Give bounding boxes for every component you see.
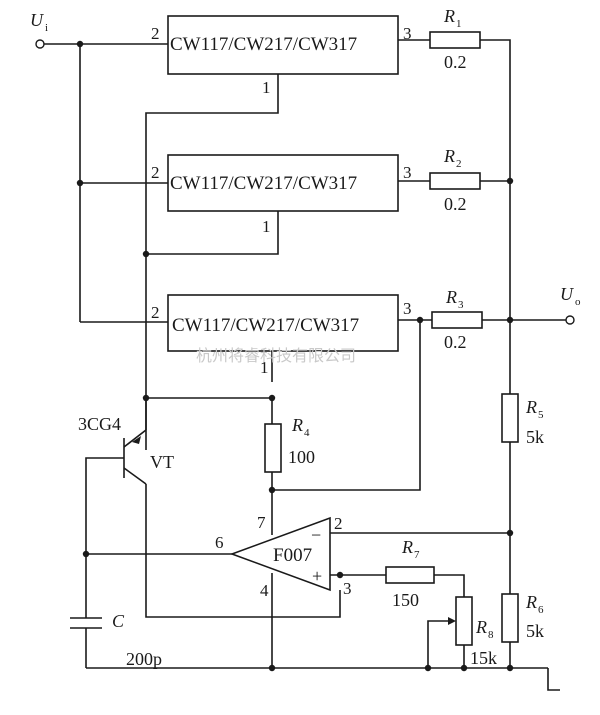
regulator-3-pin-adj: 1 <box>260 358 269 377</box>
regulator-1-pin-in: 2 <box>151 24 160 43</box>
r8-label: R <box>475 617 487 637</box>
resistor-r4 <box>264 423 282 473</box>
regulator-3 <box>167 294 399 352</box>
r7-label: R <box>401 537 413 557</box>
r3-value: 0.2 <box>444 332 467 352</box>
r6-sub: 6 <box>538 604 544 616</box>
r8-value: 15k <box>470 648 497 668</box>
r4-branch <box>264 398 282 520</box>
opamp-pin-4: 4 <box>260 581 269 600</box>
opamp-pin-plus: 3 <box>343 579 352 598</box>
transistor-vt <box>85 398 341 618</box>
adjust-line <box>142 74 279 450</box>
input-bus <box>44 40 168 323</box>
input-label-sub: i <box>45 22 48 34</box>
resistor-r3 <box>431 311 483 329</box>
r3-label: R <box>445 287 457 307</box>
r6-value: 5k <box>526 621 544 641</box>
r1-label: R <box>443 6 455 26</box>
r2-label: R <box>443 146 455 166</box>
r4-sub: 4 <box>304 427 310 439</box>
regulator-2-pin-adj: 1 <box>262 217 271 236</box>
r7-sub: 7 <box>414 549 420 561</box>
r7-value: 150 <box>392 590 419 610</box>
r4-label: R <box>291 415 303 435</box>
resistor-r1 <box>429 31 481 49</box>
r5-label: R <box>525 397 537 417</box>
r4-value: 100 <box>288 447 315 467</box>
regulator-2-pin-in: 2 <box>151 163 160 182</box>
resistor-r6 <box>501 593 519 643</box>
potentiometer-r8 <box>455 596 473 646</box>
divider <box>501 393 519 668</box>
output-label: U <box>560 284 574 304</box>
regulator-2-pin-out: 3 <box>403 163 412 182</box>
r5-sub: 5 <box>538 409 544 421</box>
opamp-pin-minus: 2 <box>334 514 343 533</box>
regulator-1-pin-out: 3 <box>403 24 412 43</box>
regulator-1-label: CW117/CW217/CW317 <box>170 34 357 55</box>
r2-value: 0.2 <box>444 194 467 214</box>
r5-value: 5k <box>526 427 544 447</box>
opamp-pin-out: 6 <box>215 533 224 552</box>
opamp-pin-7: 7 <box>257 513 266 532</box>
resistor-r2 <box>429 172 481 190</box>
resistor-r7 <box>385 566 435 584</box>
regulator-3-pin-out: 3 <box>403 299 412 318</box>
r7-r8 <box>385 566 473 668</box>
capacitor-label: C <box>112 611 125 631</box>
opamp-plus: + <box>312 566 322 586</box>
capacitor-c <box>70 554 102 668</box>
input-label: U <box>30 10 44 30</box>
r1-value: 0.2 <box>444 52 467 72</box>
capacitor-value: 200p <box>126 649 162 669</box>
transistor-part: 3CG4 <box>78 414 121 434</box>
regulator-1-pin-adj: 1 <box>262 78 271 97</box>
opamp-f007 <box>229 516 331 592</box>
opamp-minus: − <box>311 525 321 545</box>
regulator-2-label: CW117/CW217/CW317 <box>170 173 357 194</box>
resistor-r5 <box>501 393 519 443</box>
regulator-1 <box>167 15 399 75</box>
r8-sub: 8 <box>488 629 494 641</box>
output-resistors <box>398 31 566 424</box>
center-watermark: 杭州将睿科技有限公司 <box>196 346 356 365</box>
output-terminal <box>565 315 575 325</box>
ground-bus <box>86 664 560 691</box>
output-label-sub: o <box>575 296 581 308</box>
regulator-2 <box>167 154 399 212</box>
regulator-3-pin-in: 2 <box>151 303 160 322</box>
r2-sub: 2 <box>456 158 462 170</box>
r3-sub: 3 <box>458 299 464 311</box>
r1-sub: 1 <box>456 18 462 30</box>
transistor-label: VT <box>150 452 174 472</box>
regulator-3-label: CW117/CW217/CW317 <box>172 315 359 336</box>
r6-label: R <box>525 592 537 612</box>
opamp-label: F007 <box>273 545 312 566</box>
input-terminal <box>35 39 45 49</box>
